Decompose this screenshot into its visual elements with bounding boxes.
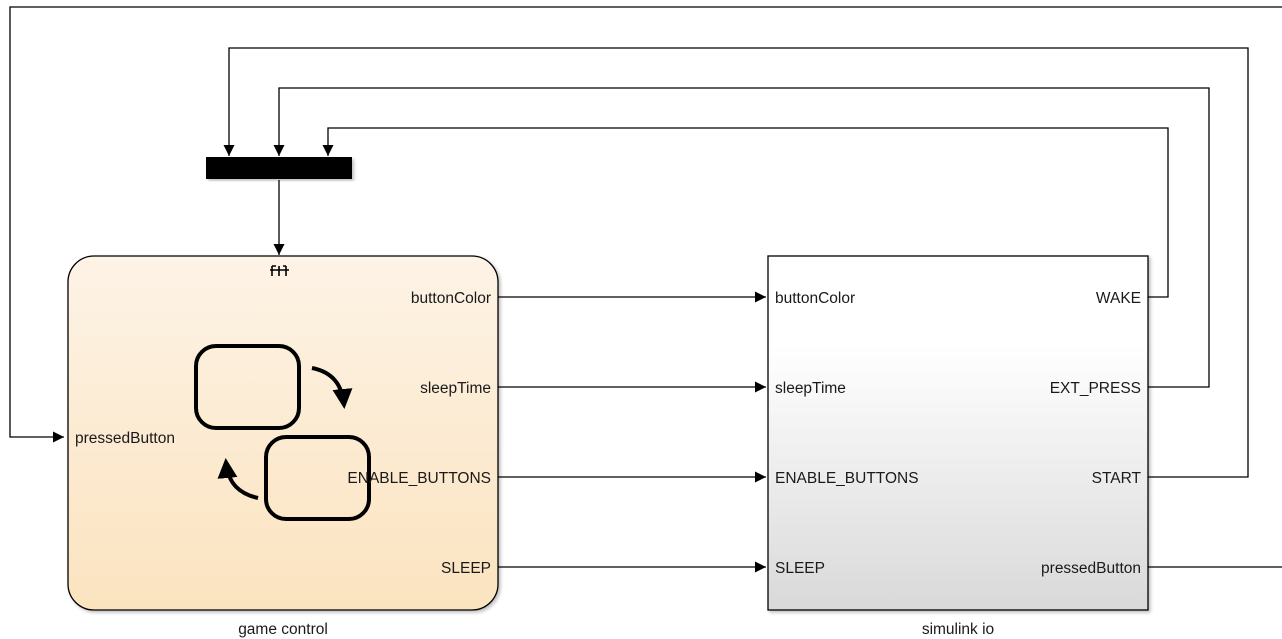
game-control-body[interactable] [67,255,499,611]
simulink-io-body[interactable] [767,255,1149,611]
simulink-io-block[interactable]: buttonColor sleepTime ENABLE_BUTTONS SLE… [767,255,1149,638]
simulink-io-output-label: WAKE [1096,290,1141,307]
game-control-output-label: buttonColor [411,290,491,307]
simulink-io-name: simulink io [922,621,994,638]
simulink-io-input-label: SLEEP [775,560,825,577]
simulink-io-output-label: EXT_PRESS [1050,380,1141,397]
mux-block[interactable] [206,157,352,179]
simulink-io-output-label: START [1092,470,1142,487]
stateflow-chart-icon [194,344,371,521]
game-control-output-label: SLEEP [441,560,491,577]
simulink-io-output-label: pressedButton [1041,560,1141,577]
game-control-block[interactable]: pressedButton buttonColor sleepTime ENAB… [67,255,499,638]
game-control-input-label: pressedButton [75,430,175,447]
game-control-name: game control [238,621,328,638]
signal-line-start[interactable] [223,47,1249,478]
signal-line-pressedButton-return[interactable] [9,6,1282,443]
signal-line-wake[interactable] [322,127,1169,298]
trigger-icon [270,265,289,276]
simulink-io-input-label: ENABLE_BUTTONS [775,470,919,487]
signal-lines [9,6,1282,573]
signal-line-ext-press[interactable] [273,87,1210,388]
game-control-output-label: sleepTime [420,380,491,397]
simulink-io-input-label: buttonColor [775,290,855,307]
simulink-io-input-label: sleepTime [775,380,846,397]
game-control-output-label: ENABLE_BUTTONS [347,470,491,487]
